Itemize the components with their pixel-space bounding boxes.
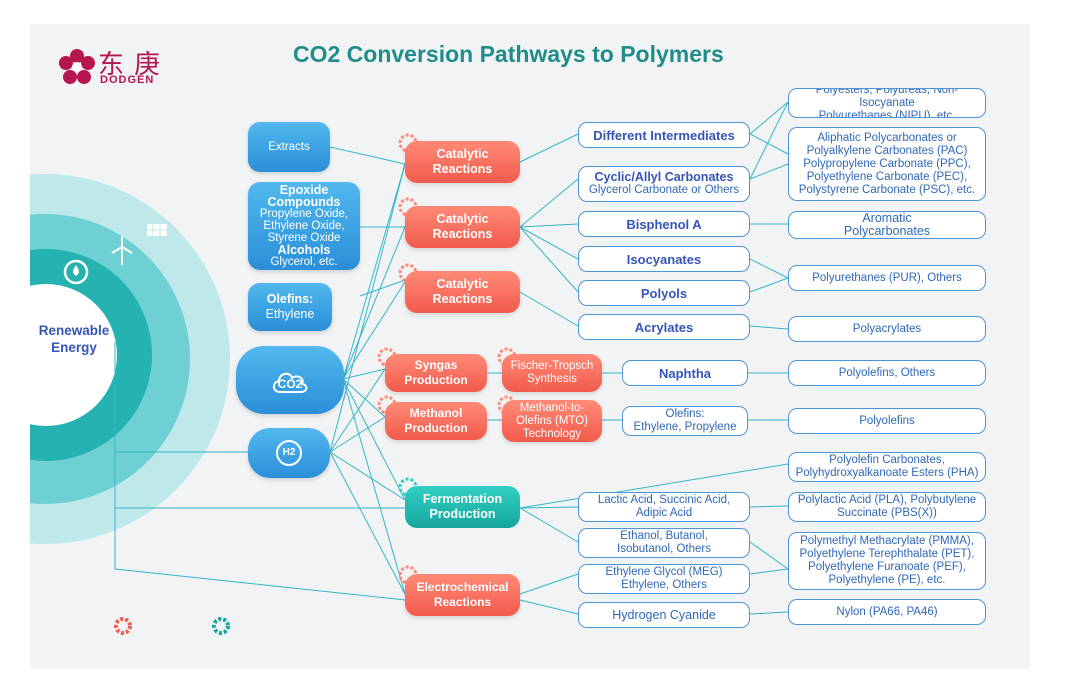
wind-turbine-icon bbox=[111, 236, 133, 265]
connector-lines bbox=[114, 101, 789, 615]
diagram-canvas: CO2 Conversion Pathways to Polymers 东庚 D… bbox=[30, 24, 1030, 669]
source-epoxide: Epoxide Compounds Propylene Oxide, Ethyl… bbox=[248, 182, 360, 270]
co2-cloud-icon bbox=[272, 372, 308, 393]
intermediate-hcn: Hydrogen Cyanide bbox=[578, 602, 750, 628]
product-p10: Polymethyl Methacrylate (PMMA),Polyethyl… bbox=[788, 532, 986, 590]
brand-flower-icon bbox=[59, 49, 95, 84]
brand-name-cn: 东庚 bbox=[98, 50, 171, 80]
product-p11: Nylon (PA66, PA46) bbox=[788, 599, 986, 625]
intermediate-ethanol: Ethanol, Butanol,Isobutanol, Others bbox=[578, 528, 750, 558]
intermediate-meg: Ethylene Glycol (MEG)Ethylene, Others bbox=[578, 564, 750, 594]
product-p6: Polyolefins, Others bbox=[788, 360, 986, 386]
intermediate-bisphenol: Bisphenol A bbox=[578, 211, 750, 237]
product-p4: Polyurethanes (PUR), Others bbox=[788, 265, 986, 291]
product-p5: Polyacrylates bbox=[788, 316, 986, 342]
product-p7: Polyolefins bbox=[788, 408, 986, 434]
source-h2: H2 bbox=[248, 428, 330, 478]
water-drop-icon bbox=[63, 259, 89, 285]
intermediate-cyclic: Cyclic/Allyl Carbonates Glycerol Carbona… bbox=[578, 166, 750, 202]
intermediate-olefins: Olefins:Ethylene, Propylene bbox=[622, 406, 748, 436]
intermediate-polyols: Polyols bbox=[578, 280, 750, 306]
gear-icon bbox=[212, 617, 230, 635]
intermediate-lactic: Lactic Acid, Succinic Acid,Adipic Acid bbox=[578, 492, 750, 522]
brand-name-en: DODGEN bbox=[100, 74, 155, 86]
process-mto: Methanol-to-Olefins (MTO)Technology bbox=[502, 400, 602, 442]
product-p8: Polyolefin Carbonates,Polyhydroxyalkanoa… bbox=[788, 452, 986, 482]
intermediate-naphtha: Naphtha bbox=[622, 360, 748, 386]
intermediate-acrylates: Acrylates bbox=[578, 314, 750, 340]
gear-icon bbox=[114, 617, 132, 635]
source-olefins: Olefins: Ethylene bbox=[248, 283, 332, 331]
hub-label: Renewable Energy bbox=[38, 323, 110, 355]
h2-bubble-icon: H2 bbox=[276, 440, 302, 466]
source-co2: CO2 bbox=[236, 346, 344, 414]
intermediate-different: Different Intermediates bbox=[578, 122, 750, 148]
page-title: CO2 Conversion Pathways to Polymers bbox=[293, 41, 724, 67]
solar-panel-icon bbox=[147, 224, 167, 236]
source-extracts: Extracts bbox=[248, 122, 330, 172]
intermediate-isocyanates: Isocyanates bbox=[578, 246, 750, 272]
